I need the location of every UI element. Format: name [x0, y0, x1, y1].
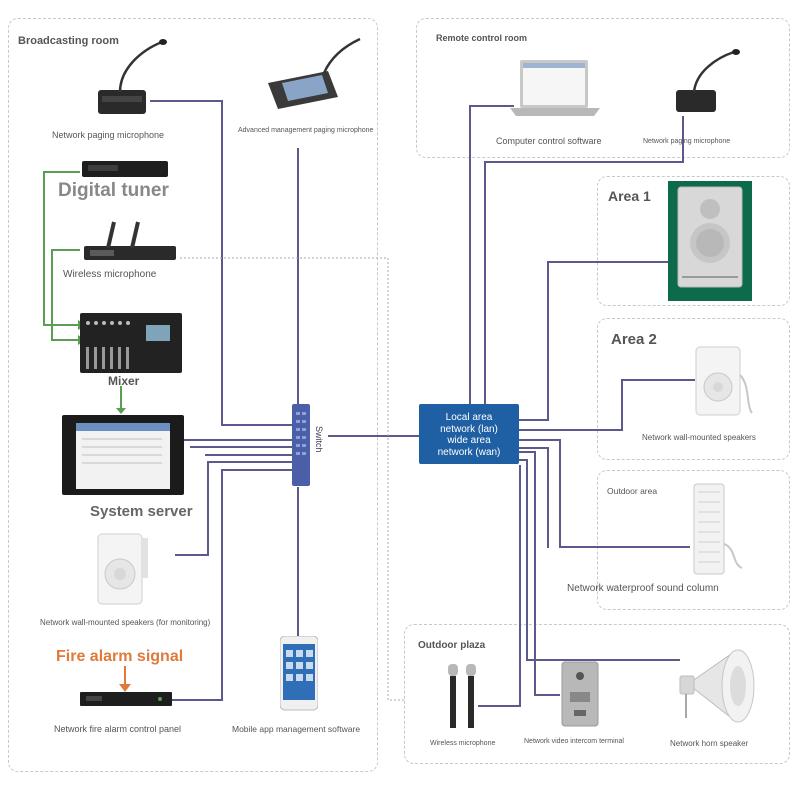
horn-speaker-icon	[679, 649, 755, 723]
area-2-title: Area 2	[611, 331, 657, 348]
outdoor-area-panel	[597, 470, 790, 610]
monitor-speaker-icon	[97, 533, 148, 605]
fire-alarm-panel-label: Network fire alarm control panel	[54, 724, 182, 734]
horn-speaker-label: Network horn speaker	[670, 739, 749, 748]
remote-control-room-panel	[416, 18, 790, 158]
wireless-microphone-icon	[84, 221, 176, 260]
lan-line-3: wide area	[447, 435, 491, 446]
monitor-speaker-label: Network wall-mounted speakers (for monit…	[40, 618, 211, 627]
lan-line-1: Local area	[445, 412, 493, 423]
outdoor-plaza-title: Outdoor plaza	[418, 640, 486, 651]
sound-column-label: Network waterproof sound column	[567, 583, 719, 594]
area-1-title: Area 1	[608, 188, 651, 204]
sound-column-icon	[693, 483, 743, 575]
fire-alarm-panel-icon	[80, 692, 172, 706]
paging-microphone-icon	[98, 39, 167, 114]
mobile-phone-icon	[280, 636, 318, 711]
area-2-speaker-icon	[695, 346, 753, 416]
advanced-paging-microphone-label: Advanced management paging microphone	[238, 127, 374, 134]
system-server-icon	[62, 415, 184, 495]
laptop-icon	[510, 60, 600, 116]
digital-tuner-label: Digital tuner	[58, 180, 169, 201]
fire-alarm-signal-label: Fire alarm signal	[56, 648, 184, 665]
video-intercom-terminal-label: Network video intercom terminal	[524, 738, 624, 745]
plaza-wireless-microphone-icon	[448, 664, 476, 728]
broadcasting-room-title: Broadcasting room	[18, 35, 119, 47]
mobile-app-label: Mobile app management software	[232, 724, 361, 734]
system-server-label: System server	[90, 503, 193, 520]
wireless-microphone-label: Wireless microphone	[63, 269, 157, 280]
paging-microphone-label: Network paging microphone	[52, 130, 165, 140]
computer-software-label: Computer control software	[496, 136, 602, 146]
area-2-panel	[597, 318, 790, 460]
remote-paging-microphone-icon	[676, 49, 740, 112]
lan-line-4: network (wan)	[437, 446, 501, 458]
mixer-icon	[80, 313, 182, 373]
outdoor-area-title: Outdoor area	[607, 486, 658, 496]
area-1-intercom-icon	[668, 181, 752, 301]
remote-paging-microphone-label: Network paging microphone	[643, 138, 731, 145]
network-switch-icon	[292, 404, 310, 486]
lan-line-2: network (lan)	[440, 423, 498, 435]
advanced-paging-microphone-icon	[268, 37, 361, 109]
lan-wan-box: Local area network (lan) wide area netwo…	[419, 404, 519, 464]
digital-tuner-icon	[82, 161, 168, 177]
video-intercom-terminal-icon	[561, 661, 599, 727]
switch-label: Switch	[314, 426, 324, 453]
plaza-wireless-microphone-label: Wireless microphone	[430, 740, 496, 747]
area-2-speaker-label: Network wall-mounted speakers	[642, 433, 756, 442]
remote-control-room-title: Remote control room	[436, 33, 528, 43]
mixer-label: Mixer	[108, 374, 140, 388]
